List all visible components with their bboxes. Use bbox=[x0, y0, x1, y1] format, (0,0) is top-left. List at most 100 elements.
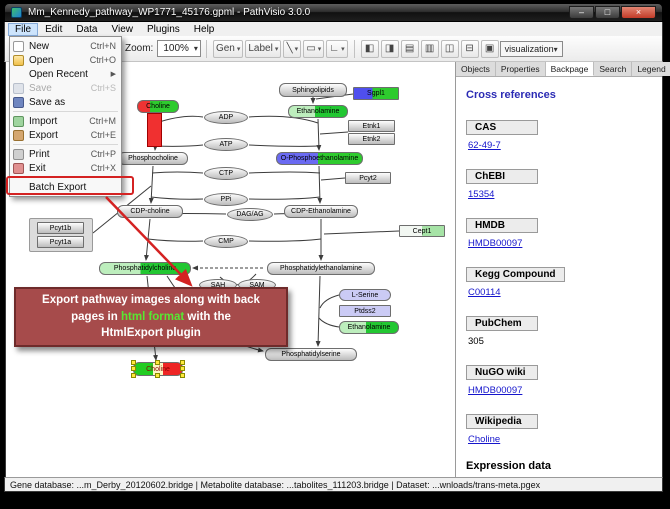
xref-link[interactable]: Choline bbox=[468, 434, 501, 445]
common-height-button[interactable]: ⊟ bbox=[460, 39, 479, 58]
maximize-button[interactable]: □ bbox=[595, 6, 620, 19]
xref-link[interactable]: HMDB00097 bbox=[468, 238, 523, 249]
pathway-node-ethanolamine-2[interactable]: Ethanolamine bbox=[339, 321, 399, 334]
pathway-edge bbox=[248, 238, 322, 242]
app-icon bbox=[11, 7, 22, 18]
pathway-node-cdp-choline[interactable]: CDP-choline bbox=[117, 205, 183, 218]
pathway-node-pcyt1a[interactable]: Pcyt1a bbox=[37, 236, 84, 248]
pathway-node-cmp[interactable]: CMP bbox=[204, 235, 248, 248]
pathway-node-ppi[interactable]: PPi bbox=[204, 193, 248, 206]
menubar-item-plugins[interactable]: Plugins bbox=[146, 23, 180, 35]
stack-objects-button[interactable]: ▣ bbox=[480, 39, 499, 58]
align-right-button[interactable]: ◨ bbox=[380, 39, 399, 58]
menubar-item-edit[interactable]: Edit bbox=[45, 23, 63, 35]
statusbar: Gene database: ...m_Derby_20120602.bridg… bbox=[4, 477, 663, 492]
pathway-node-sphingolipids[interactable]: Sphingolipids bbox=[279, 83, 347, 97]
menubar-item-help[interactable]: Help bbox=[193, 23, 215, 35]
pathway-node-etnk2[interactable]: Etnk2 bbox=[348, 133, 395, 145]
common-width-button[interactable]: ◫ bbox=[440, 39, 459, 58]
cross-references-heading: Cross references bbox=[466, 89, 556, 101]
tab-objects[interactable]: Objects bbox=[456, 62, 496, 76]
xref-section-cas: CAS 62-49-7 bbox=[466, 117, 652, 153]
visualization-select[interactable]: visualization bbox=[499, 40, 563, 57]
xref-link[interactable]: 62-49-7 bbox=[468, 140, 501, 151]
stack-objects-icon: ▣ bbox=[484, 43, 495, 54]
new-shape-button[interactable]: ▭▾ bbox=[303, 39, 325, 58]
pathway-edge bbox=[316, 118, 322, 151]
selection-handle[interactable] bbox=[131, 366, 136, 371]
pathway-edge bbox=[320, 177, 346, 181]
tab-legend[interactable]: Legend bbox=[632, 62, 670, 76]
tab-backpage[interactable]: Backpage bbox=[545, 62, 595, 76]
align-top-button[interactable]: ▤ bbox=[400, 39, 419, 58]
selection-handle[interactable] bbox=[131, 360, 136, 365]
selection-handle[interactable] bbox=[155, 360, 160, 365]
pathway-node-ptdss2[interactable]: Ptdss2 bbox=[339, 305, 391, 317]
pathway-node-choline-2[interactable]: Choline bbox=[131, 360, 185, 378]
align-bottom-button[interactable]: ▥ bbox=[420, 39, 439, 58]
pathway-node-atp[interactable]: ATP bbox=[204, 138, 248, 151]
align-left-button[interactable]: ◧ bbox=[360, 39, 379, 58]
new-label-button[interactable]: Label▾ bbox=[245, 39, 282, 58]
new-datanode-button[interactable]: Gen▾ bbox=[212, 39, 244, 58]
pathway-node-expression-bar[interactable] bbox=[147, 113, 162, 147]
menu-item-batch-export[interactable]: Batch Export bbox=[10, 180, 121, 194]
pathway-node-phosphatidylserine[interactable]: Phosphatidylserine bbox=[265, 348, 357, 361]
pathway-node-pcyt2[interactable]: Pcyt2 bbox=[345, 172, 391, 184]
tab-properties[interactable]: Properties bbox=[495, 62, 546, 76]
pathway-node-ethanolamine[interactable]: Ethanolamine bbox=[288, 105, 348, 118]
pathway-node-adp[interactable]: ADP bbox=[204, 111, 248, 124]
new-shape-icon: ▭ bbox=[306, 43, 316, 54]
pathway-edge bbox=[248, 115, 319, 124]
tab-search[interactable]: Search bbox=[594, 62, 633, 76]
open-icon bbox=[13, 54, 24, 66]
new-connector-button[interactable]: ∟▾ bbox=[326, 39, 348, 58]
pathway-node-ctp[interactable]: CTP bbox=[204, 167, 248, 180]
pathway-node-o-phosphoethanolamine[interactable]: O-Phosphoethanolamine bbox=[276, 152, 363, 165]
pathway-node-etnk1[interactable]: Etnk1 bbox=[348, 120, 395, 132]
xref-source-name: Kegg Compound bbox=[466, 267, 565, 282]
pathway-node-choline[interactable]: Choline bbox=[137, 100, 179, 113]
selection-handle[interactable] bbox=[180, 360, 185, 365]
new-connector-icon: ∟ bbox=[329, 43, 340, 54]
pathway-node-pcyt1b[interactable]: Pcyt1b bbox=[37, 222, 84, 234]
pathway-node-l-serine[interactable]: L-Serine bbox=[339, 289, 391, 301]
pathway-node-dag-ag[interactable]: DAG/AG bbox=[227, 208, 273, 221]
blank-icon bbox=[13, 69, 24, 80]
menubar-item-data[interactable]: Data bbox=[76, 23, 98, 35]
chevron-down-icon: ▾ bbox=[274, 45, 279, 53]
selection-handle[interactable] bbox=[131, 373, 136, 378]
xref-link[interactable]: C00114 bbox=[468, 287, 501, 298]
new-icon bbox=[13, 40, 24, 52]
pathway-node-phosphatidylethanolamine[interactable]: Phosphatidylethanolamine bbox=[267, 262, 375, 275]
menubar-item-view[interactable]: View bbox=[111, 23, 133, 35]
selection-handle[interactable] bbox=[155, 373, 160, 378]
minimize-button[interactable]: – bbox=[569, 6, 594, 19]
new-line-button[interactable]: ╲▾ bbox=[283, 39, 302, 58]
zoom-select[interactable]: 100% bbox=[157, 40, 201, 57]
menu-item-open-recent[interactable]: Open Recent▶ bbox=[10, 67, 121, 81]
xref-link[interactable]: 15354 bbox=[468, 189, 495, 200]
menubar-item-file[interactable]: File bbox=[8, 22, 39, 36]
close-button[interactable]: × bbox=[621, 6, 656, 19]
xref-source-name: CAS bbox=[466, 120, 538, 135]
pathway-node-sgpl1[interactable]: Sgpl1 bbox=[353, 87, 399, 100]
pathway-node-cept1[interactable]: Cept1 bbox=[399, 225, 445, 237]
pathway-node-phosphatidylcholine[interactable]: Phosphatidylcholine bbox=[99, 262, 191, 275]
pathway-node-phosphocholine[interactable]: Phosphocholine bbox=[118, 152, 188, 165]
selection-handle[interactable] bbox=[180, 373, 185, 378]
menu-item-save-as[interactable]: Save as bbox=[10, 95, 121, 109]
selection-handle[interactable] bbox=[180, 366, 185, 371]
pathway-node-cdp-ethanolamine[interactable]: CDP-Ethanolamine bbox=[284, 205, 358, 218]
xref-link[interactable]: HMDB00097 bbox=[468, 385, 523, 396]
pathway-edge bbox=[248, 171, 321, 174]
